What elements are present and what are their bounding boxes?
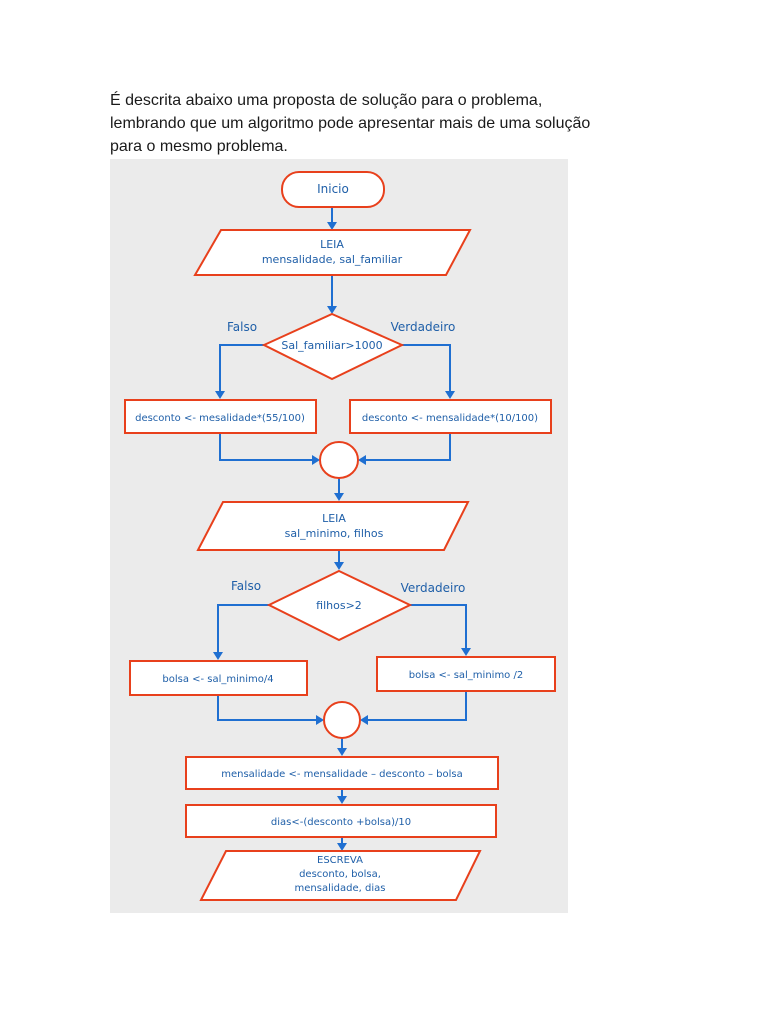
decision2-true-label: Verdadeiro — [401, 581, 466, 595]
read-input-1: LEIA mensalidade, sal_familiar — [193, 229, 472, 276]
join-connector-1 — [319, 441, 359, 479]
assign-true2-shape — [376, 656, 556, 692]
output-line-1: desconto, bolsa, — [299, 869, 381, 880]
assign-true1-shape — [349, 399, 552, 434]
assign-true-2: bolsa <- sal_minimo /2 — [376, 656, 556, 692]
process2-shape — [185, 804, 497, 838]
intro-paragraph: É descrita abaixo uma proposta de soluçã… — [110, 89, 670, 158]
read1-vars: mensalidade, sal_familiar — [262, 253, 403, 266]
flowchart-diagram: Inicio LEIA mensalidade, sal_familiar Sa… — [124, 171, 556, 901]
arrow-true2-to-join2 — [368, 691, 467, 721]
output-shape — [199, 850, 482, 901]
decision1-shape — [261, 312, 405, 381]
decision2-condition: filhos>2 — [316, 599, 362, 612]
decision-1: Sal_familiar>1000 Falso Verdadeiro — [227, 312, 456, 381]
decision-2: filhos>2 Falso Verdadeiro — [231, 569, 466, 642]
assign-false2-text: bolsa <- sal_minimo/4 — [162, 674, 273, 685]
decision1-true-label: Verdadeiro — [391, 320, 456, 334]
process2-text: dias<-(desconto +bolsa)/10 — [271, 817, 411, 828]
process1-shape — [185, 756, 499, 790]
join-connector-2 — [323, 701, 361, 739]
assign-false1-shape — [124, 399, 317, 434]
start-label: Inicio — [317, 182, 349, 196]
start-shape — [281, 171, 385, 208]
read2-shape — [196, 501, 470, 551]
intro-line-1: É descrita abaixo uma proposta de soluçã… — [110, 92, 543, 109]
intro-line-2: lembrando que um algoritmo pode apresent… — [110, 115, 591, 132]
arrow-decision2-true — [410, 604, 467, 649]
process1-text: mensalidade <- mensalidade – desconto – … — [221, 769, 463, 780]
flowchart-connectors — [213, 207, 471, 851]
process-2: dias<-(desconto +bolsa)/10 — [185, 804, 497, 838]
output-title: ESCREVA — [317, 855, 363, 866]
start-terminal: Inicio — [281, 171, 385, 208]
assign-false1-text: desconto <- mesalidade*(55/100) — [135, 413, 305, 424]
read1-shape — [193, 229, 472, 276]
read-input-2: LEIA sal_minimo, filhos — [196, 501, 470, 551]
read2-title: LEIA — [322, 512, 346, 525]
decision2-shape — [266, 569, 413, 642]
assign-true1-text: desconto <- mensalidade*(10/100) — [362, 413, 538, 424]
decision1-condition: Sal_familiar>1000 — [281, 339, 382, 352]
assign-true2-text: bolsa <- sal_minimo /2 — [409, 670, 523, 681]
assign-false2-shape — [129, 660, 308, 696]
decision1-false-label: Falso — [227, 320, 257, 334]
read2-vars: sal_minimo, filhos — [285, 527, 384, 540]
output-write: ESCREVA desconto, bolsa, mensalidade, di… — [199, 850, 482, 901]
read1-title: LEIA — [320, 238, 344, 251]
flowchart-figure: Inicio LEIA mensalidade, sal_familiar Sa… — [110, 159, 568, 913]
intro-line-3: para o mesmo problema. — [110, 138, 288, 155]
assign-false-2: bolsa <- sal_minimo/4 — [129, 660, 308, 696]
arrow-false2-to-join2 — [217, 695, 316, 721]
arrow-false1-to-join1 — [219, 433, 312, 461]
assign-false-1: desconto <- mesalidade*(55/100) — [124, 399, 317, 434]
arrow-decision1-false — [219, 344, 264, 392]
decision2-false-label: Falso — [231, 579, 261, 593]
output-line-2: mensalidade, dias — [295, 883, 386, 894]
process-1: mensalidade <- mensalidade – desconto – … — [185, 756, 499, 790]
assign-true-1: desconto <- mensalidade*(10/100) — [349, 399, 552, 434]
arrow-decision1-true — [400, 344, 451, 392]
arrow-decision2-false — [217, 604, 269, 653]
arrow-true1-to-join1 — [366, 433, 451, 461]
